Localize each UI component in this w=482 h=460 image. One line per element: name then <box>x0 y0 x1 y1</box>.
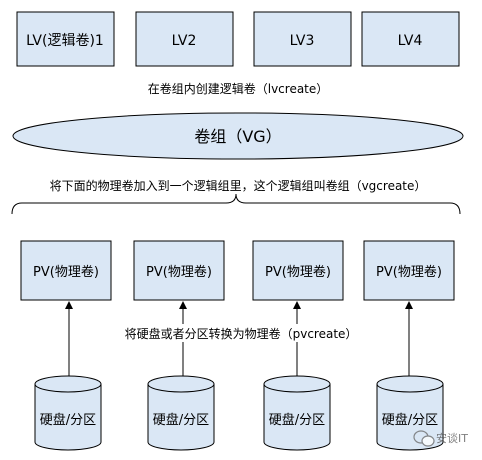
pv-box: PV(物理卷) <box>20 240 112 301</box>
pv-label: PV(物理卷) <box>376 264 442 280</box>
lv-label: LV4 <box>398 33 423 49</box>
caption-bg <box>112 324 370 342</box>
watermark-text: 安谈IT <box>436 431 468 445</box>
pvcreate-caption: 将硬盘或者分区转换为物理卷（pvcreate） <box>125 326 358 341</box>
lv-label: LV(逻辑卷)1 <box>26 33 104 49</box>
lvcreate-caption: 在卷组内创建逻辑卷（lvcreate） <box>148 81 329 96</box>
pv-row: PV(物理卷) PV(物理卷) PV(物理卷) PV(物理卷) <box>20 240 455 301</box>
lv-label: LV2 <box>172 33 197 49</box>
lv-box: LV4 <box>361 11 460 67</box>
pv-box: PV(物理卷) <box>363 240 455 301</box>
lv-box: LV3 <box>253 11 352 67</box>
vgcreate-caption: 将下面的物理卷加入到一个逻辑组里，这个逻辑组叫卷组（vgcreate） <box>50 178 427 193</box>
vg-label: 卷组（VG） <box>194 127 281 146</box>
disk-label: 硬盘/分区 <box>269 412 325 428</box>
pv-box: PV(物理卷) <box>252 240 344 301</box>
disk-label: 硬盘/分区 <box>40 412 96 428</box>
vg-ellipse: 卷组（VG） <box>12 112 464 160</box>
pv-label: PV(物理卷) <box>265 264 331 280</box>
wechat-icon <box>413 430 435 447</box>
disk-label: 硬盘/分区 <box>153 412 209 428</box>
curly-brace <box>11 193 461 215</box>
pv-box: PV(物理卷) <box>133 240 225 301</box>
disk-label: 硬盘/分区 <box>382 412 438 428</box>
lv-box: LV(逻辑卷)1 <box>16 11 115 67</box>
disk-cylinder: 硬盘/分区 <box>263 375 331 451</box>
pv-label: PV(物理卷) <box>146 264 212 280</box>
disk-row: 硬盘/分区 硬盘/分区 硬盘/分区 硬盘/分区 <box>34 375 444 451</box>
lv-row: LV(逻辑卷)1 LV2 LV3 LV4 <box>16 11 460 67</box>
lv-box: LV2 <box>135 11 234 67</box>
disk-cylinder: 硬盘/分区 <box>147 375 215 451</box>
pv-label: PV(物理卷) <box>33 264 99 280</box>
disk-cylinder: 硬盘/分区 <box>34 375 102 451</box>
lv-label: LV3 <box>290 33 315 49</box>
watermark: 安谈IT <box>413 430 468 447</box>
